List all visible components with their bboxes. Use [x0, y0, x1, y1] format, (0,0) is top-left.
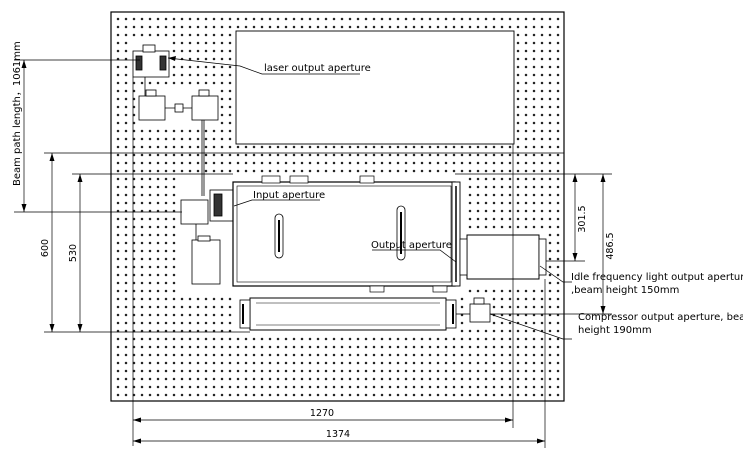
dim-530: 530 [68, 244, 79, 262]
laser-output-mount [132, 44, 170, 96]
main-housing [232, 175, 461, 293]
compressor-output-mount [456, 297, 491, 323]
breadboard-holes [116, 17, 560, 397]
label-compressor-line1: Compressor output aperture, beam [578, 312, 743, 323]
label-idle-frequency-line2: ,beam height 150mm [571, 285, 679, 296]
dim-1270: 1270 [310, 408, 334, 419]
dim-600: 600 [40, 239, 51, 257]
label-input-aperture: Input aperture [253, 190, 325, 201]
dimension-lines [14, 57, 612, 448]
dim-486-5: 486.5 [605, 232, 616, 259]
label-output-aperture: Output aperture [371, 240, 452, 251]
dim-301-5: 301.5 [577, 205, 588, 232]
label-laser-output-aperture: laser output aperture [264, 63, 371, 74]
mirror-mounts [138, 89, 219, 196]
label-beam-path-length: Beam path length，1061mm [12, 41, 23, 186]
input-mount [180, 189, 235, 240]
dim-1374: 1374 [326, 429, 350, 440]
enclosure-area [235, 30, 515, 145]
dimension-arrows [21, 56, 606, 444]
compressor-housing [239, 297, 457, 331]
label-idle-frequency-line1: Idle frequency light output aperture [571, 272, 743, 283]
label-compressor-line2: height 190mm [578, 325, 652, 336]
detector-box [191, 235, 221, 285]
idle-frequency-box [459, 234, 547, 280]
